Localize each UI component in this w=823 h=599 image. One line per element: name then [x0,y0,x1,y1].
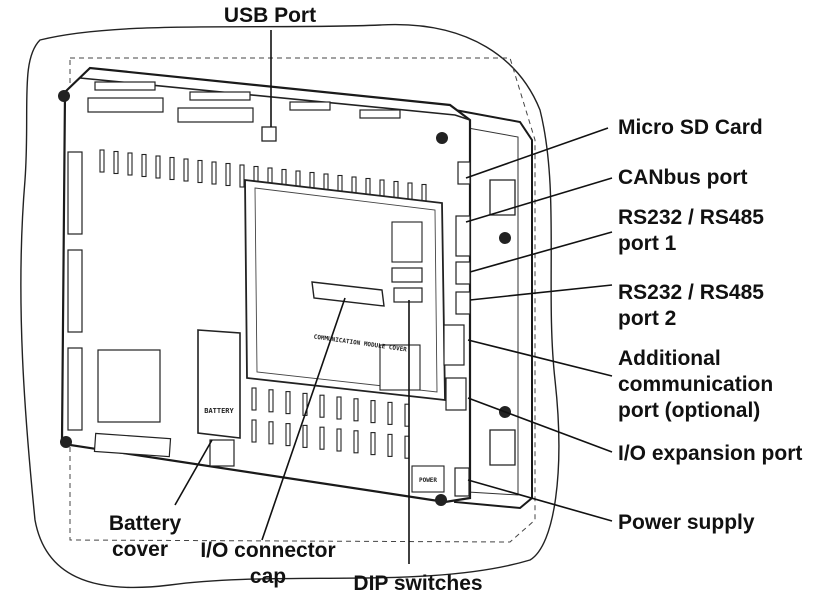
housing-top-lip [79,77,471,121]
vent-slot [251,419,257,443]
label-battery-line1: Battery [109,512,182,535]
usb-port-body [261,126,277,142]
vent-slot [336,428,342,452]
screw [436,132,448,144]
label-area [97,349,161,423]
label-canbus: CANbus port [618,166,748,189]
vent-slot [211,161,217,185]
label-additional-line2: communication [618,373,773,396]
vent-slot [99,149,105,173]
battery-cover: BATTERY [197,329,241,439]
vent-slot [225,162,231,187]
label-additional-line1: Additional [618,347,721,370]
label-battery-line2: cover [112,538,168,561]
label-micro-sd: Micro SD Card [618,116,763,139]
label-rs-port1-line1: RS232 / RS485 [618,206,764,229]
vent-slot [370,400,376,424]
vent-slot [113,150,119,175]
screw [499,232,511,244]
bottom-connector [93,432,172,458]
vent-slot [336,396,342,420]
vent-slot [169,156,175,181]
vent-slot [239,164,245,188]
vent-slots-top [99,149,427,459]
label-io-connector-line1: I/O connector [200,539,335,562]
screw [60,436,72,448]
label-io-expansion: I/O expansion port [618,442,802,465]
vent-slot [141,153,147,178]
dashed-outline [69,57,536,543]
power-marking-box [411,465,445,493]
label-io-connector-line2: cap [250,565,286,588]
vent-slot [285,423,291,447]
vent-slot [183,158,189,182]
vent-slot [319,426,325,450]
label-additional-line3: port (optional) [618,399,760,422]
vent-slot [155,155,161,179]
dip-switch-block [391,267,423,303]
io-connector-cap [311,281,385,307]
vent-slot [387,401,393,425]
screw [58,90,70,102]
battery-marking: BATTERY [204,407,234,415]
vent-slot [268,421,274,445]
label-rs-port2-line2: port 2 [618,307,676,330]
label-rs-port1-line2: port 1 [618,232,677,255]
vent-slot [268,389,274,413]
label-power-supply: Power supply [618,511,755,534]
vent-slot [319,394,325,418]
left-connectors [67,151,83,431]
bezel-clips [489,179,516,466]
side-ports [443,161,471,497]
vent-slot [251,387,257,411]
top-connectors [87,81,401,123]
vent-slot [127,152,133,176]
battery-holder [209,439,235,467]
vent-slot [197,159,203,184]
vent-slot [353,398,359,422]
panel-outline [20,23,560,589]
vent-slot [302,424,308,448]
label-dip-switches: DIP switches [353,572,482,595]
leader-lines [174,30,613,564]
label-usb-port: USB Port [224,4,316,27]
power-marking: POWER [419,477,437,484]
label-rs-port2-line1: RS232 / RS485 [618,281,764,304]
vent-slot [387,433,393,457]
vent-slot [370,432,376,456]
screw [435,494,447,506]
vent-slot [353,430,359,454]
vent-slot [285,391,291,415]
